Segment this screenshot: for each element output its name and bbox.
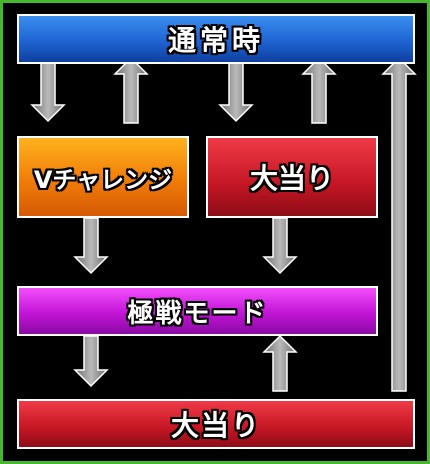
arrows-layer (30, 52, 417, 392)
node-normal-label: 通常時 (167, 24, 264, 57)
node-big-bonus-bottom-label: 大当り (170, 409, 261, 442)
node-v-challenge: Vチャレンジ (17, 136, 189, 218)
node-big-bonus-top: 大当り (206, 136, 378, 218)
arrow-big-bonus-bottom-to-kyoku-sen-mode (262, 334, 298, 392)
arrow-v-challenge-to-kyoku-sen-mode (73, 217, 109, 275)
node-big-bonus-top-label: 大当り (249, 162, 334, 195)
arrow-big-bonus-bottom-to-normal (381, 56, 417, 392)
arrow-big-bonus-top-to-kyoku-sen-mode (262, 217, 298, 275)
arrow-kyoku-sen-mode-to-big-bonus-bottom (73, 335, 109, 388)
node-normal: 通常時 (17, 14, 415, 64)
node-kyoku-sen-mode: 極戦モード (17, 286, 378, 336)
node-v-challenge-label: Vチャレンジ (33, 165, 173, 194)
arrow-v-challenge-to-normal (113, 56, 149, 124)
node-big-bonus-bottom: 大当り (17, 399, 415, 449)
node-kyoku-sen-mode-label: 極戦モード (127, 298, 268, 329)
diagram-stage: 通常時 Vチャレンジ 大当り 極戦モード 大当り (3, 3, 427, 461)
arrow-big-bonus-top-to-normal (301, 56, 337, 124)
